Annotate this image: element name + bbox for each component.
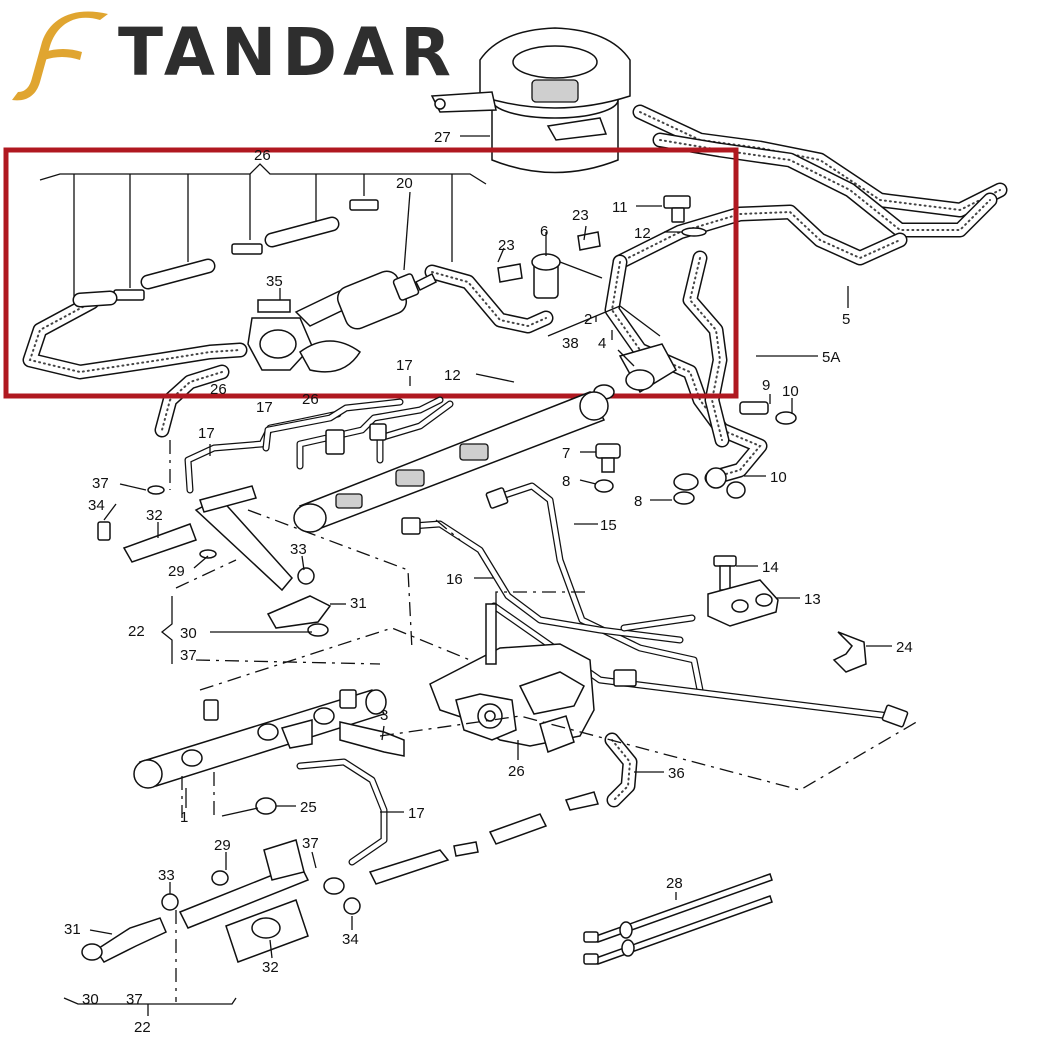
hose-kit-parts [72, 199, 379, 308]
callout-9: 9 [762, 377, 770, 394]
callout-15: 15 [600, 517, 617, 534]
callout-4: 4 [598, 335, 606, 352]
callout-25: 25 [300, 799, 317, 816]
callout-26-mid: 26 [210, 381, 227, 398]
fuel-rail-lower [133, 689, 405, 789]
callout-8-b: 8 [634, 493, 642, 510]
callout-20: 20 [396, 175, 413, 192]
callout-26-c: 26 [302, 391, 319, 408]
callout-8-a: 8 [562, 473, 570, 490]
callout-26-pump: 26 [508, 763, 525, 780]
callout-3: 3 [380, 707, 388, 724]
callout-24: 24 [896, 639, 913, 656]
callout-38: 38 [562, 335, 579, 352]
callout-35: 35 [266, 273, 283, 290]
callout-lines [63, 135, 892, 1016]
callout-29-a: 29 [168, 563, 185, 580]
high-pressure-pump [429, 603, 595, 753]
callout-11: 11 [612, 199, 628, 216]
callout-7: 7 [562, 445, 570, 462]
callout-14: 14 [762, 559, 779, 576]
callout-30-a: 30 [180, 625, 197, 642]
hose-36-upper [22, 264, 554, 438]
banjo-bolts [594, 401, 797, 505]
callout-23-right: 23 [572, 207, 589, 224]
callout-17-c: 17 [198, 425, 215, 442]
callouts: 26 27 5 5A 20 11 12 23 6 23 35 2 38 4 17… [64, 129, 913, 1036]
callout-17-a: 17 [396, 357, 413, 374]
hose-5a [604, 250, 768, 486]
callout-17-d: 17 [408, 805, 425, 822]
callout-17-b: 17 [256, 399, 273, 416]
callout-22-a: 22 [128, 623, 145, 640]
callout-34-b: 34 [342, 931, 359, 948]
callout-12-mid: 12 [444, 367, 461, 384]
callout-37-b: 37 [180, 647, 197, 664]
pressure-sensor-13 [707, 555, 867, 673]
callout-16: 16 [446, 571, 463, 588]
logo-text: TANDAR [118, 14, 457, 91]
callout-6: 6 [540, 223, 548, 240]
callout-36: 36 [668, 765, 685, 782]
callout-1: 1 [180, 809, 188, 826]
callout-29-b: 29 [214, 837, 231, 854]
pressure-pipes-15-16 [401, 482, 909, 728]
hose-kit-bracket [39, 163, 487, 300]
callout-5a: 5A [822, 349, 840, 366]
callout-33-b: 33 [158, 867, 175, 884]
callout-27: 27 [434, 129, 451, 146]
fuel-valve-20 [294, 191, 438, 330]
callout-32-b: 32 [262, 959, 279, 976]
fuel-filter [430, 27, 631, 174]
callout-2: 2 [584, 311, 592, 328]
hose-36-lower [604, 732, 638, 808]
callout-22-b: 22 [134, 1019, 151, 1036]
cable-ties-28 [583, 873, 773, 965]
injector-pipes-17 [184, 396, 454, 494]
injector-pipe-17-lower [221, 758, 388, 866]
callout-33-a: 33 [290, 541, 307, 558]
callout-26-top: 26 [254, 147, 271, 164]
highlight-frame [3, 147, 739, 399]
bracket-35 [247, 288, 362, 373]
callout-12-top: 12 [634, 225, 651, 242]
callout-32-a: 32 [146, 507, 163, 524]
callout-37-d: 37 [126, 991, 143, 1008]
callout-37-a: 37 [92, 475, 109, 492]
callout-10-b: 10 [770, 469, 787, 486]
callout-23-left: 23 [498, 237, 515, 254]
callout-37-c: 37 [302, 835, 319, 852]
fuel-rail-upper [293, 391, 609, 533]
callout-31-a: 31 [350, 595, 367, 612]
callout-10-a: 10 [782, 383, 799, 400]
injector-lower [81, 791, 599, 963]
sensor-6 [497, 231, 603, 299]
callout-31-b: 31 [64, 921, 81, 938]
callout-13: 13 [804, 591, 821, 608]
injector-upper [97, 485, 332, 637]
hose-5-return [612, 104, 1008, 270]
callout-5: 5 [842, 311, 850, 328]
bolt-11 [636, 195, 707, 237]
callout-28: 28 [666, 875, 683, 892]
leader-lines [169, 440, 921, 1002]
logo-swoosh-icon [12, 11, 108, 101]
callout-34-a: 34 [88, 497, 105, 514]
callout-30-b: 30 [82, 991, 99, 1008]
